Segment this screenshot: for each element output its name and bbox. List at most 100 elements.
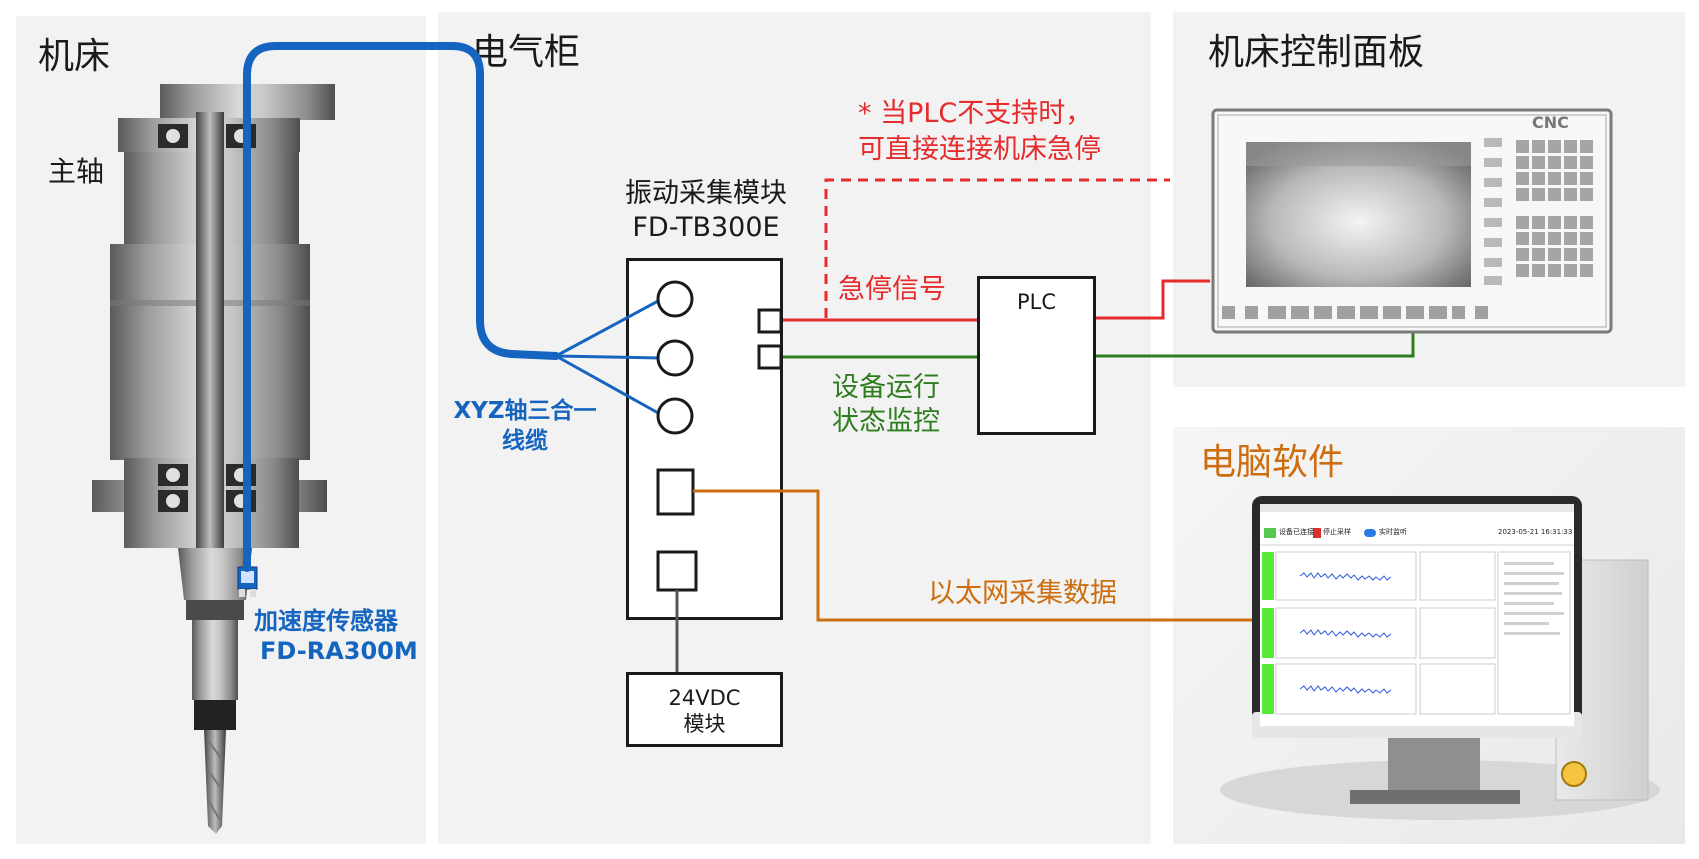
cnc-key [1564, 248, 1577, 261]
cnc-screen [1246, 142, 1471, 287]
power-label-line1: 24VDC [668, 686, 741, 710]
plc-to-cnc-green-line [1096, 333, 1415, 358]
sensor-name: 加速度传感器 [254, 607, 398, 635]
cnc-key [1516, 232, 1529, 245]
plc-label: PLC [1016, 290, 1057, 314]
cnc-key [1548, 248, 1561, 261]
cnc-key [1580, 172, 1593, 185]
cnc-key [1532, 248, 1545, 261]
cnc-key [1580, 216, 1593, 229]
cnc-key [1548, 156, 1561, 169]
cnc-keypad-lower [1516, 216, 1593, 277]
status-monitor-line2: 状态监控 [832, 406, 940, 437]
cnc-key [1532, 264, 1545, 277]
cnc-key [1548, 264, 1561, 277]
cnc-bottom-key [1245, 306, 1258, 319]
spindle-shaft [196, 112, 224, 552]
sw-stop-button[interactable]: 停止采样 [1323, 528, 1351, 536]
cnc-bottom-key [1406, 306, 1424, 319]
status-monitor-line1: 设备运行 [832, 372, 940, 403]
blue-cable [243, 42, 560, 572]
cnc-key [1516, 156, 1529, 169]
module-output-port-1 [757, 308, 783, 334]
section-title-pc-software: 电脑软件 [1200, 442, 1345, 483]
cnc-bottom-key [1452, 306, 1465, 319]
cnc-key [1516, 264, 1529, 277]
cnc-bottom-key [1429, 306, 1447, 319]
sw-channel-3 [1262, 663, 1496, 715]
cnc-key [1564, 156, 1577, 169]
cnc-bottom-key [1360, 306, 1378, 319]
ethernet-label: 以太网采集数据 [928, 578, 1117, 609]
plc-to-cnc-red-line [1096, 279, 1210, 320]
cnc-key [1532, 216, 1545, 229]
cnc-key [1516, 248, 1529, 261]
cnc-key [1564, 172, 1577, 185]
power-module-box [626, 672, 783, 747]
pc-power-button [1561, 761, 1587, 787]
cnc-bottom-key [1475, 306, 1488, 319]
cnc-side-keys [1484, 138, 1502, 285]
section-title-control-panel: 机床控制面板 [1208, 32, 1425, 73]
cnc-key [1580, 232, 1593, 245]
cnc-key [1564, 188, 1577, 201]
sw-channel-2 [1262, 607, 1496, 659]
cnc-bottom-key [1337, 306, 1355, 319]
ethernet-line [693, 489, 1264, 622]
sw-monitor-toggle[interactable]: 实时监听 [1379, 528, 1407, 536]
spindle-label: 主轴 [48, 155, 105, 188]
cnc-bottom-key [1268, 306, 1286, 319]
cnc-brand-label: CNC [1532, 113, 1569, 132]
vibration-module-box [626, 258, 783, 620]
cable-split-x [555, 298, 661, 358]
cnc-key [1564, 232, 1577, 245]
cnc-key [1580, 264, 1593, 277]
cnc-bottom-key [1314, 306, 1332, 319]
sw-datetime: 2023-05-21 16:31:33 [1498, 528, 1573, 536]
cnc-key [1580, 248, 1593, 261]
cnc-key [1516, 140, 1529, 153]
cnc-key [1548, 188, 1561, 201]
cnc-key [1548, 216, 1561, 229]
cnc-key [1532, 140, 1545, 153]
sensor-model: FD-RA300M [260, 637, 418, 665]
cable-split-z [555, 354, 661, 416]
cnc-keypad-upper [1516, 140, 1593, 201]
cnc-key [1564, 264, 1577, 277]
cnc-key [1580, 188, 1593, 201]
cnc-key [1516, 188, 1529, 201]
cnc-key [1548, 140, 1561, 153]
direct-estop-note-line2: 可直接连接机床急停 [858, 134, 1101, 165]
plc-box [977, 276, 1096, 435]
cnc-key [1516, 172, 1529, 185]
cnc-bottom-keys [1222, 306, 1488, 319]
cnc-bottom-key [1383, 306, 1401, 319]
module-port-x [656, 280, 694, 318]
cnc-key [1564, 216, 1577, 229]
cnc-key [1548, 172, 1561, 185]
cnc-key [1564, 140, 1577, 153]
monitor-stand [1388, 730, 1480, 800]
module-output-port-2 [757, 344, 783, 370]
cnc-key [1532, 232, 1545, 245]
drill-bit [204, 730, 226, 834]
cable-label-line1: XYZ轴三合一 [453, 398, 597, 424]
sw-start-button[interactable]: 设备已连接 [1279, 528, 1314, 536]
cnc-key [1580, 156, 1593, 169]
estop-signal-label: 急停信号 [838, 274, 946, 305]
estop-dashed-line [824, 178, 1170, 318]
module-name: 振动采集模块 [625, 178, 787, 209]
power-label-line2: 模块 [683, 712, 726, 736]
cnc-bottom-key [1291, 306, 1309, 319]
tool-holder [178, 548, 252, 600]
section-title-cabinet: 电气柜 [472, 32, 581, 73]
cable-label-line2: 线缆 [502, 428, 548, 454]
direct-estop-note-line1: * 当PLC不支持时， [858, 98, 1093, 129]
cnc-key [1532, 172, 1545, 185]
cable-split-y [555, 354, 661, 360]
cnc-key [1532, 156, 1545, 169]
cnc-bottom-key [1222, 306, 1235, 319]
